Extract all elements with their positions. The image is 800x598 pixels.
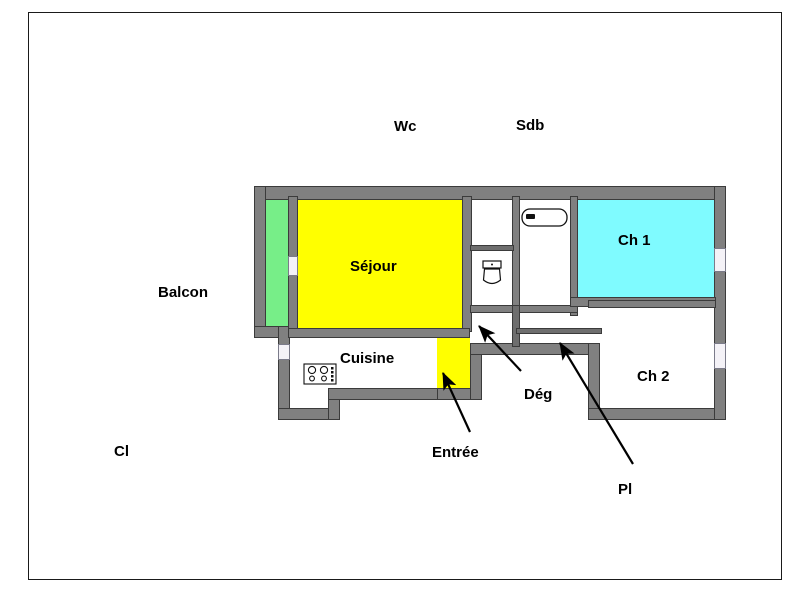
wall-corridor-top [470,305,578,313]
wall-exterior-left [254,186,266,338]
wall-sdb-ch1-divider [570,196,578,316]
annotation-label-wc: Wc [394,118,417,135]
wall-exterior-top [254,186,726,200]
wall-wc-sdb-divider [512,196,520,316]
annotation-label-cl: Cl [114,443,129,460]
annotation-label-pl: Pl [618,481,633,498]
wall-placard-divider-v [512,305,520,347]
sejour-fill-main [298,200,470,328]
wall-chambre2-top [588,300,716,308]
wall-wc-split [470,245,514,251]
chambre-2-fill [598,305,716,408]
cooktop-icon [303,363,337,385]
wall-cuisine-left [278,326,290,420]
bathtub-icon [521,208,568,227]
placard-fill-upper [518,311,600,331]
wall-hall-bottom [470,343,600,355]
annotation-label-sdb: Sdb [516,117,545,134]
balcon-fill [264,200,290,328]
annotation-label-entree: Entrée [432,444,479,461]
wc-upper-fill [472,200,514,247]
annotation-label-balcon: Balcon [158,284,209,301]
wall-chambre2-bottom [588,408,726,420]
window-chambre2-right [714,343,726,369]
room-label-chambre-1: Ch 1 [618,232,651,249]
room-label-chambre-2: Ch 2 [637,368,670,385]
wall-placard-divider-h [516,328,602,334]
wall-sejour-bottom [288,328,470,338]
window-balcon [288,256,298,276]
room-label-sejour: Séjour [350,258,397,275]
window-chambre1-right [714,248,726,272]
room-label-cuisine: Cuisine [340,350,395,367]
chambre-1-fill [576,200,716,299]
window-cuisine-left [278,344,290,360]
annotation-label-deg: Dég [524,386,553,403]
toilet-icon [482,260,502,285]
